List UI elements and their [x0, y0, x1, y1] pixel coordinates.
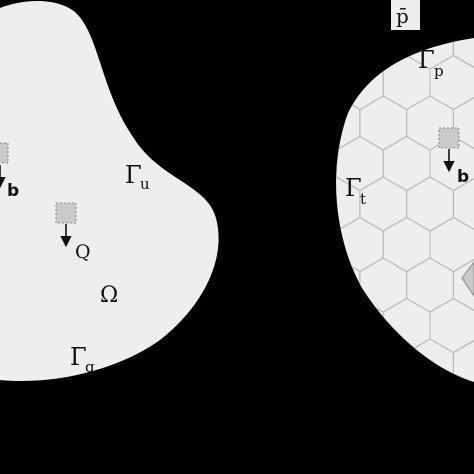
source-element	[55, 202, 77, 224]
gamma-p-label: Γ	[418, 46, 435, 74]
mesh-cell	[452, 176, 474, 232]
gamma-t-subscript: t	[360, 190, 366, 208]
mesh-cell	[452, 95, 474, 151]
gamma-u-label: Γ	[125, 161, 142, 189]
mesh-cell	[290, 0, 337, 29]
mesh-cell	[359, 338, 408, 382]
right-domain-panel: b Γ p Γ t p̄	[290, 0, 474, 382]
left-domain-panel: b Q Γ u Ω Γ q	[0, 1, 219, 382]
mesh-cell	[336, 378, 337, 382]
gamma-t-label: Γ	[345, 174, 362, 202]
mesh-cell	[336, 338, 361, 382]
mesh-cell	[430, 0, 474, 29]
left-domain-omega	[0, 1, 219, 382]
source-label: Q	[75, 241, 91, 263]
right-body-force-element	[438, 127, 460, 149]
mesh-cell	[336, 216, 337, 273]
gamma-u-subscript: u	[140, 175, 150, 193]
right-body-force-label: b	[457, 167, 469, 187]
omega-label: Ω	[100, 283, 118, 308]
right-edge-element	[461, 261, 474, 297]
mesh-cell	[452, 257, 474, 313]
mesh-cell	[336, 297, 337, 354]
prescribed-pressure-box	[391, 0, 420, 30]
prescribed-pressure-label: p̄	[396, 4, 409, 28]
mesh-cell	[429, 378, 474, 382]
mesh-cell	[336, 378, 384, 382]
mesh-cell	[336, 38, 361, 70]
right-domain	[336, 38, 474, 382]
gamma-p-subscript: p	[434, 62, 444, 80]
left-body-force-element	[0, 142, 9, 164]
gamma-q-subscript: q	[85, 358, 95, 376]
mesh-cell	[337, 0, 384, 29]
gamma-q-label: Γ	[70, 343, 87, 371]
mesh-cell	[336, 135, 337, 192]
mesh-cell	[336, 54, 337, 111]
mesh-cell	[382, 378, 431, 382]
mesh-cell	[452, 338, 474, 382]
left-body-force-label: b	[7, 181, 19, 201]
